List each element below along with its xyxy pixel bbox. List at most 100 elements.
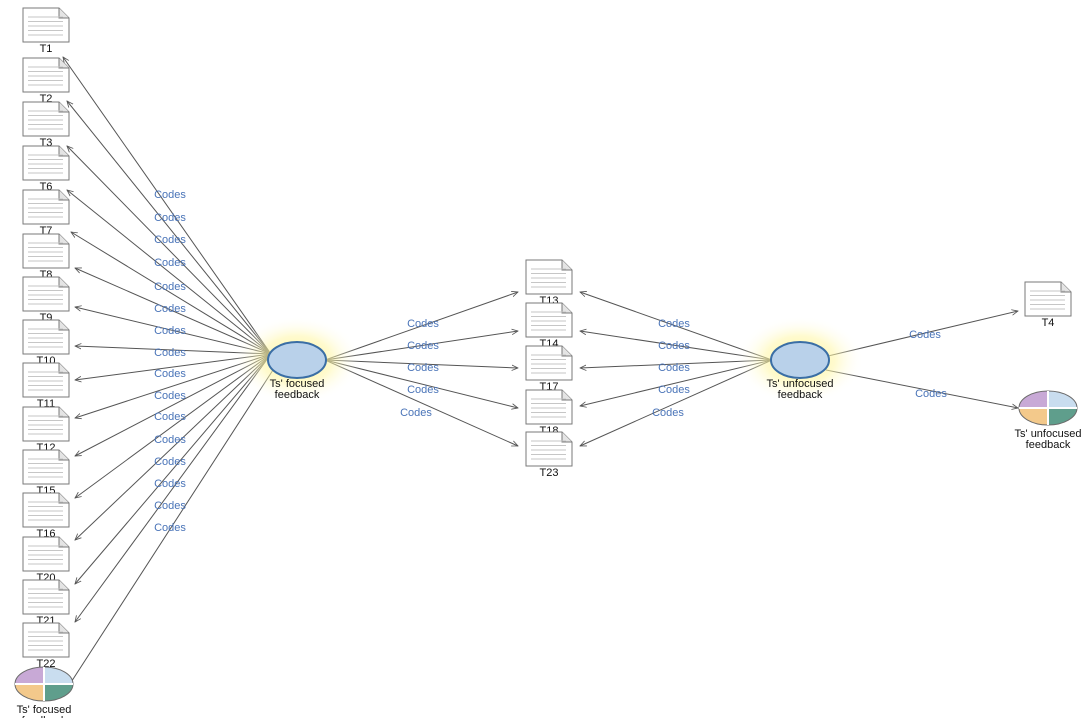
edge-label-codes: Codes — [154, 500, 186, 512]
document-T12[interactable]: T12 — [22, 406, 70, 454]
page-fold — [58, 580, 69, 591]
hub-label-line1: Ts' focused — [270, 378, 325, 390]
page-fold — [58, 234, 69, 245]
edge-label-codes: Codes — [154, 189, 186, 201]
edge-label-codes: Codes — [154, 257, 186, 269]
set-quadrant — [44, 684, 73, 701]
page-fold — [561, 432, 572, 443]
edge-label-codes: Codes — [407, 384, 439, 396]
edge-left-T8 — [75, 267, 272, 355]
edge-left-T16 — [75, 353, 272, 498]
page-fold — [58, 58, 69, 69]
document-label: T23 — [540, 467, 559, 479]
document-T7[interactable]: T7 — [22, 189, 70, 237]
page-fold — [561, 303, 572, 314]
page-fold — [58, 190, 69, 201]
edge-label-codes: Codes — [154, 411, 186, 423]
document-T14[interactable]: T14 — [525, 302, 573, 350]
edge-left-set — [66, 369, 274, 690]
document-T23[interactable]: T23 — [525, 431, 573, 479]
edge-label-codes: Codes — [154, 456, 186, 468]
hub-circle — [770, 341, 830, 379]
document-T22[interactable]: T22 — [22, 622, 70, 670]
document-T21[interactable]: T21 — [22, 579, 70, 627]
edge-label-codes: Codes — [154, 325, 186, 337]
document-label: T1 — [40, 43, 53, 55]
page-fold — [58, 407, 69, 418]
page-fold — [58, 537, 69, 548]
edge-left-T2 — [67, 101, 272, 355]
edge-left-T7 — [71, 232, 272, 355]
document-T9[interactable]: T9 — [22, 276, 70, 324]
set-label-line1: Ts' unfocused — [1015, 428, 1082, 440]
document-T13[interactable]: T13 — [525, 259, 573, 307]
edge-label-codes: Codes — [658, 362, 690, 374]
edge-label-codes: Codes — [407, 362, 439, 374]
page-fold — [58, 8, 69, 19]
edge-label-codes: Codes — [154, 368, 186, 380]
nodes-layer: T1T2T3T6T7T8T9T10T11T12T15T16T20T21T22Ts… — [14, 7, 1082, 718]
set-label-line2: feedback — [1026, 439, 1071, 451]
edge-label-codes: Codes — [154, 478, 186, 490]
edge-label-codes: Codes — [154, 234, 186, 246]
edge-label-codes: Codes — [154, 522, 186, 534]
page-fold — [58, 363, 69, 374]
page-fold — [1060, 282, 1071, 293]
set-quadrant — [15, 684, 44, 701]
set-label-line1: Ts' focused — [17, 704, 72, 716]
edge-label-codes: Codes — [658, 318, 690, 330]
set-quadrant — [1048, 391, 1077, 408]
document-T8[interactable]: T8 — [22, 233, 70, 281]
document-T17[interactable]: T17 — [525, 345, 573, 393]
hub-circle — [267, 341, 327, 379]
document-T11[interactable]: T11 — [22, 362, 70, 410]
document-T6[interactable]: T6 — [22, 145, 70, 193]
edge-label-codes: Codes — [154, 390, 186, 402]
hub-label-line1: Ts' unfocused — [767, 378, 834, 390]
set-quadrant — [44, 667, 73, 684]
edge-label-codes: Codes — [407, 318, 439, 330]
edge-label-codes: Codes — [154, 434, 186, 446]
document-T16[interactable]: T16 — [22, 492, 70, 540]
edge-labels-layer: CodesCodesCodesCodesCodesCodesCodesCodes… — [154, 189, 947, 534]
document-T1[interactable]: T1 — [22, 7, 70, 55]
document-T10[interactable]: T10 — [22, 319, 70, 367]
set-quadrant — [1019, 408, 1048, 425]
edge-label-codes: Codes — [909, 329, 941, 341]
edge-label-codes: Codes — [154, 347, 186, 359]
edge-label-codes: Codes — [915, 388, 947, 400]
document-T18[interactable]: T18 — [525, 389, 573, 437]
document-T2[interactable]: T2 — [22, 57, 70, 105]
edge-label-codes: Codes — [407, 340, 439, 352]
page-fold — [561, 260, 572, 271]
set-quadrant — [15, 667, 44, 684]
edge-label-codes: Codes — [658, 384, 690, 396]
document-T3[interactable]: T3 — [22, 101, 70, 149]
hub-label-line2: feedback — [778, 389, 823, 401]
edge-label-codes: Codes — [154, 212, 186, 224]
edge-left-T1 — [63, 57, 272, 355]
document-T4[interactable]: T4 — [1024, 281, 1072, 329]
document-T20[interactable]: T20 — [22, 536, 70, 584]
page-fold — [58, 102, 69, 113]
edge-left-T3 — [67, 146, 272, 355]
page-fold — [58, 623, 69, 634]
page-fold — [58, 450, 69, 461]
edge-label-codes: Codes — [400, 407, 432, 419]
document-T15[interactable]: T15 — [22, 449, 70, 497]
page-fold — [58, 493, 69, 504]
edge-label-codes: Codes — [154, 303, 186, 315]
hub-label-line2: feedback — [275, 389, 320, 401]
page-fold — [58, 320, 69, 331]
edge-left-T6 — [67, 190, 272, 355]
edge-left-T21 — [75, 353, 272, 584]
edge-left-T20 — [75, 353, 272, 540]
page-fold — [561, 346, 572, 357]
edge-left-T22 — [75, 353, 272, 622]
